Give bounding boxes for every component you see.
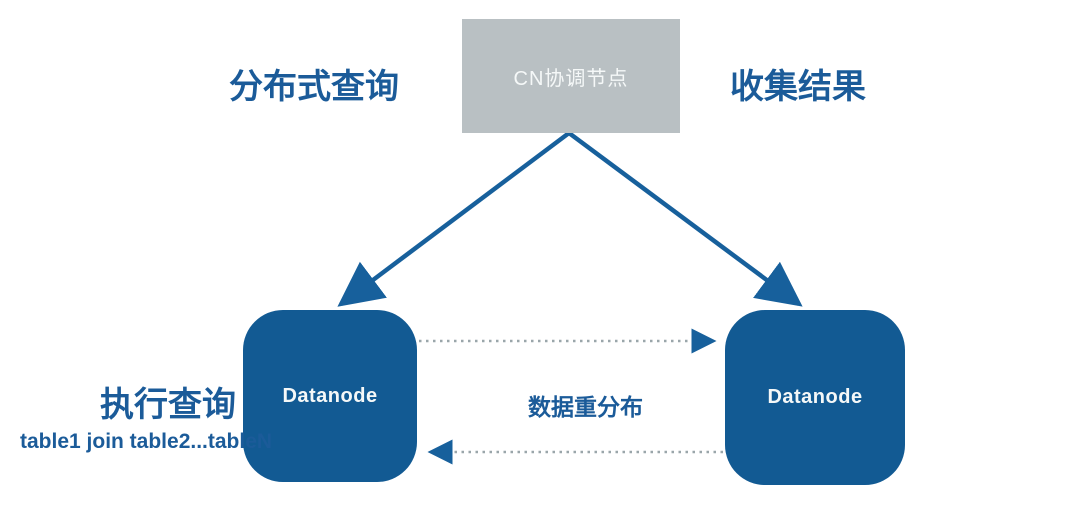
label-execute-query: 执行查询 (100, 386, 236, 424)
datanode-left-label: Datanode (282, 384, 378, 407)
datanode-right-label: Datanode (767, 386, 863, 408)
query-dispatch-arrow-left (337, 131, 571, 307)
coordinator-node-label: CN协调节点 (513, 67, 629, 90)
query-dispatch-arrow-right (567, 131, 803, 307)
label-data-redistribution: 数据重分布 (528, 394, 643, 420)
datanode-left: Datanode (243, 310, 417, 482)
label-join-example: table1 join table2...tableN (20, 430, 273, 453)
label-collect-results: 收集结果 (730, 68, 866, 106)
coordinator-node: CN协调节点 (462, 19, 680, 133)
datanode-right: Datanode (725, 310, 905, 485)
label-distributed-query: 分布式查询 (229, 68, 399, 106)
